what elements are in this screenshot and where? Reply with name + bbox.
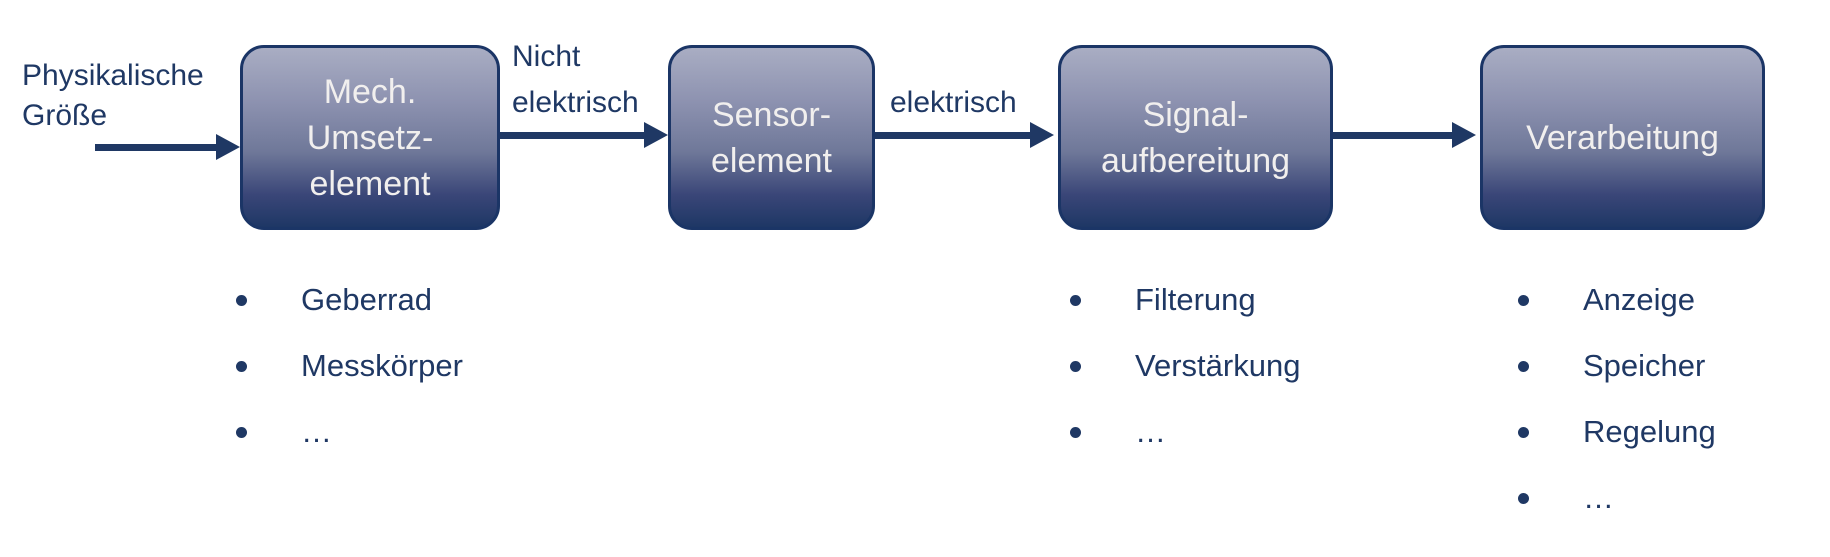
box-signal-line2: aufbereitung bbox=[1100, 141, 1291, 180]
connector-elektrisch-label: elektrisch bbox=[890, 80, 1017, 126]
box-sensorelement: Sensor- element bbox=[668, 45, 875, 230]
bullet-icon bbox=[236, 360, 247, 372]
bullet-icon bbox=[1070, 360, 1081, 372]
bullet-icon bbox=[1518, 294, 1529, 306]
list-item: Speicher bbox=[1518, 333, 1716, 399]
bullet-icon bbox=[1518, 360, 1529, 372]
connector2-arrow-line bbox=[875, 132, 1032, 139]
list-item: Verstärkung bbox=[1070, 333, 1300, 399]
list-item-label: Messkörper bbox=[301, 348, 463, 383]
input-arrow-line bbox=[95, 144, 218, 151]
list-item-label: … bbox=[1135, 414, 1166, 449]
list-item-label: Anzeige bbox=[1583, 282, 1696, 317]
list-item-label: Geberrad bbox=[301, 282, 432, 317]
connector1-line2: elektrisch bbox=[512, 86, 639, 119]
box-verarbeitung-line1: Verarbeitung bbox=[1526, 118, 1719, 157]
physical-quantity-line2: Größe bbox=[22, 99, 108, 132]
box-mech-line3: element bbox=[309, 164, 431, 203]
connector2-line1: elektrisch bbox=[890, 86, 1017, 119]
box-signal-line1: Signal- bbox=[1142, 95, 1249, 134]
list-item-label: … bbox=[301, 414, 332, 449]
list-verarbeitung-examples: Anzeige Speicher Regelung … bbox=[1518, 267, 1716, 531]
list-item: Filterung bbox=[1070, 267, 1300, 333]
list-item: … bbox=[1518, 465, 1716, 531]
input-arrow-head bbox=[216, 134, 240, 160]
bullet-icon bbox=[1518, 426, 1529, 438]
list-mech-examples: Geberrad Messkörper … bbox=[236, 267, 463, 465]
list-item-label: Speicher bbox=[1583, 348, 1706, 383]
list-item-label: Regelung bbox=[1583, 414, 1716, 449]
box-verarbeitung: Verarbeitung bbox=[1480, 45, 1765, 230]
box-mech-umsetzelement: Mech. Umsetz- element bbox=[240, 45, 500, 230]
physical-quantity-line1: Physikalische bbox=[22, 59, 204, 92]
list-item: Anzeige bbox=[1518, 267, 1716, 333]
box-sensor-line2: element bbox=[711, 141, 832, 180]
list-signal-examples: Filterung Verstärkung … bbox=[1070, 267, 1300, 465]
list-item: … bbox=[1070, 399, 1300, 465]
bullet-icon bbox=[1518, 492, 1529, 504]
list-item: Regelung bbox=[1518, 399, 1716, 465]
connector2-arrow-head bbox=[1030, 122, 1054, 148]
connector1-line1: Nicht bbox=[512, 40, 581, 73]
box-signalaufbereitung: Signal- aufbereitung bbox=[1058, 45, 1333, 230]
connector3-arrow-head bbox=[1452, 122, 1476, 148]
list-item-label: Verstärkung bbox=[1135, 348, 1301, 383]
list-item: Messkörper bbox=[236, 333, 463, 399]
bullet-icon bbox=[1070, 294, 1081, 306]
list-item-label: … bbox=[1583, 480, 1614, 515]
box-sensor-line1: Sensor- bbox=[711, 95, 832, 134]
list-item: … bbox=[236, 399, 463, 465]
connector1-arrow-line bbox=[500, 132, 646, 139]
list-item: Geberrad bbox=[236, 267, 463, 333]
connector-nicht-elektrisch-label: Nicht elektrisch bbox=[512, 34, 639, 126]
box-mech-line2: Umsetz- bbox=[306, 118, 434, 157]
box-mech-line1: Mech. bbox=[323, 72, 417, 111]
list-item-label: Filterung bbox=[1135, 282, 1256, 317]
connector1-arrow-head bbox=[644, 122, 668, 148]
physical-quantity-label: Physikalische Größe bbox=[22, 56, 204, 136]
bullet-icon bbox=[236, 426, 247, 438]
bullet-icon bbox=[236, 294, 247, 306]
bullet-icon bbox=[1070, 426, 1081, 438]
connector3-arrow-line bbox=[1333, 132, 1454, 139]
